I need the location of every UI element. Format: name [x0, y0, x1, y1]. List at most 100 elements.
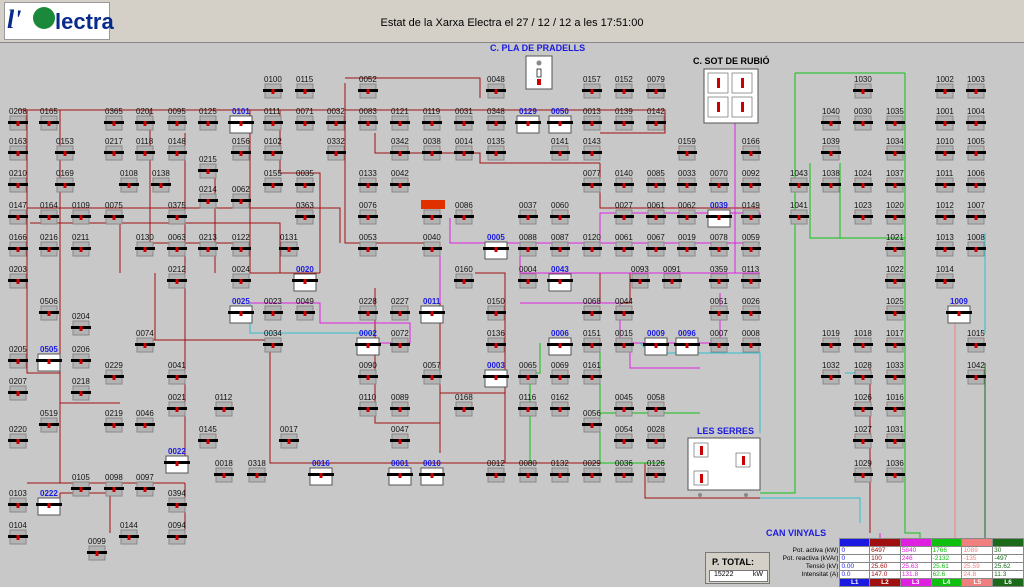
node-1009[interactable]: 1009: [946, 297, 972, 324]
node-0141[interactable]: 0141: [550, 137, 570, 161]
node-1021[interactable]: 1021: [885, 233, 905, 257]
node-0222[interactable]: 0222: [36, 489, 62, 516]
node-0318[interactable]: 0318: [247, 459, 267, 483]
station-les-serres[interactable]: LES SERRES: [687, 426, 761, 497]
node-0071[interactable]: 0071: [295, 107, 315, 131]
node-1030[interactable]: 1030: [853, 75, 873, 99]
node-0118[interactable]: 0118: [135, 137, 155, 161]
node-0125[interactable]: 0125: [198, 107, 218, 131]
node-0119[interactable]: 0119: [422, 107, 442, 131]
node-0218[interactable]: 0218: [71, 377, 91, 401]
node-1006[interactable]: 1006: [966, 169, 986, 193]
node-1024[interactable]: 1024: [853, 169, 873, 193]
node-0166[interactable]: 0166: [8, 233, 28, 257]
node-0110[interactable]: 0110: [358, 393, 378, 417]
node-0083[interactable]: 0083: [358, 107, 378, 131]
node-1017[interactable]: 1017: [885, 329, 905, 353]
node-0105[interactable]: 0105: [71, 473, 91, 497]
node-1039[interactable]: 1039: [821, 137, 841, 161]
node-0138[interactable]: 0138: [151, 169, 171, 193]
node-1035[interactable]: 1035: [885, 107, 905, 131]
node-0166[interactable]: 0166: [741, 137, 761, 161]
node-0154[interactable]: 0154: [421, 200, 445, 225]
node-0044[interactable]: 0044: [614, 297, 634, 321]
node-0519[interactable]: 0519: [39, 409, 59, 433]
node-0048[interactable]: 0048: [486, 75, 506, 99]
node-0163[interactable]: 0163: [8, 137, 28, 161]
node-0087[interactable]: 0087: [550, 233, 570, 257]
node-0092[interactable]: 0092: [741, 169, 761, 193]
node-0156[interactable]: 0156: [231, 137, 251, 161]
node-0140[interactable]: 0140: [614, 169, 634, 193]
node-0126[interactable]: 0126: [646, 459, 666, 483]
node-1018[interactable]: 1018: [853, 329, 873, 353]
node-0207[interactable]: 0207: [8, 377, 28, 401]
node-0085[interactable]: 0085: [646, 169, 666, 193]
node-0067[interactable]: 0067: [646, 233, 666, 257]
node-0153[interactable]: 0153: [55, 137, 75, 161]
node-1004[interactable]: 1004: [966, 107, 986, 131]
node-0148[interactable]: 0148: [167, 137, 187, 161]
node-0112[interactable]: 0112: [214, 393, 234, 417]
node-0038[interactable]: 0038: [422, 137, 442, 161]
node-0022[interactable]: 0022: [164, 447, 190, 474]
node-0052[interactable]: 0052: [358, 75, 378, 99]
node-0104[interactable]: 0104: [8, 521, 28, 545]
node-0011[interactable]: 0011: [419, 297, 445, 324]
node-0132[interactable]: 0132: [550, 459, 570, 483]
node-0041[interactable]: 0041: [167, 361, 187, 385]
node-0229[interactable]: 0229: [104, 361, 124, 385]
node-0212[interactable]: 0212: [167, 265, 187, 289]
node-1001[interactable]: 1001: [935, 107, 955, 131]
node-0169[interactable]: 0169: [55, 169, 75, 193]
node-1019[interactable]: 1019: [821, 329, 841, 353]
node-1042[interactable]: 1042: [966, 361, 986, 385]
node-0108[interactable]: 0108: [119, 169, 139, 193]
line-l3-button[interactable]: L3: [899, 578, 932, 587]
line-l1-button[interactable]: L1: [839, 578, 871, 587]
node-0037[interactable]: 0037: [518, 201, 538, 225]
node-1007[interactable]: 1007: [966, 201, 986, 225]
node-1034[interactable]: 1034: [885, 137, 905, 161]
node-0062[interactable]: 0062: [677, 201, 697, 225]
node-0160[interactable]: 0160: [454, 265, 474, 289]
node-0159[interactable]: 0159: [677, 137, 697, 161]
node-0394[interactable]: 0394: [167, 489, 187, 513]
node-0201[interactable]: 0201: [135, 107, 155, 131]
node-0056[interactable]: 0056: [582, 409, 602, 433]
node-0070[interactable]: 0070: [709, 169, 729, 193]
node-0144[interactable]: 0144: [119, 521, 139, 545]
node-0017[interactable]: 0017: [279, 425, 299, 449]
node-0116[interactable]: 0116: [518, 393, 538, 417]
node-0057[interactable]: 0057: [422, 361, 442, 385]
node-0348[interactable]: 0348: [486, 107, 506, 131]
node-1003[interactable]: 1003: [966, 75, 986, 99]
node-0121[interactable]: 0121: [390, 107, 410, 131]
node-0342[interactable]: 0342: [390, 137, 410, 161]
node-0031[interactable]: 0031: [454, 107, 474, 131]
node-1005[interactable]: 1005: [966, 137, 986, 161]
node-0211[interactable]: 0211: [71, 233, 91, 257]
node-1020[interactable]: 1020: [885, 201, 905, 225]
node-0054[interactable]: 0054: [614, 425, 634, 449]
node-0208[interactable]: 0208: [8, 107, 28, 131]
node-0051[interactable]: 0051: [709, 297, 729, 321]
node-0021[interactable]: 0021: [167, 393, 187, 417]
node-0049[interactable]: 0049: [295, 297, 315, 321]
node-0023[interactable]: 0023: [263, 297, 283, 321]
node-1023[interactable]: 1023: [853, 201, 873, 225]
node-0101[interactable]: 0101: [228, 107, 254, 134]
node-0204[interactable]: 0204: [71, 312, 91, 336]
node-1013[interactable]: 1013: [935, 233, 955, 257]
node-1028[interactable]: 1028: [853, 361, 873, 385]
node-0060[interactable]: 0060: [550, 201, 570, 225]
node-0078[interactable]: 0078: [709, 233, 729, 257]
node-0005[interactable]: 0005: [483, 233, 509, 260]
node-0099[interactable]: 0099: [87, 537, 107, 561]
node-0061[interactable]: 0061: [614, 233, 634, 257]
station-pla-de-pradells[interactable]: C. PLA DE PRADELLS: [490, 43, 585, 90]
node-0203[interactable]: 0203: [8, 265, 28, 289]
node-1015[interactable]: 1015: [966, 329, 986, 353]
node-0050[interactable]: 0050: [547, 107, 573, 134]
node-0205[interactable]: 0205: [8, 345, 28, 369]
